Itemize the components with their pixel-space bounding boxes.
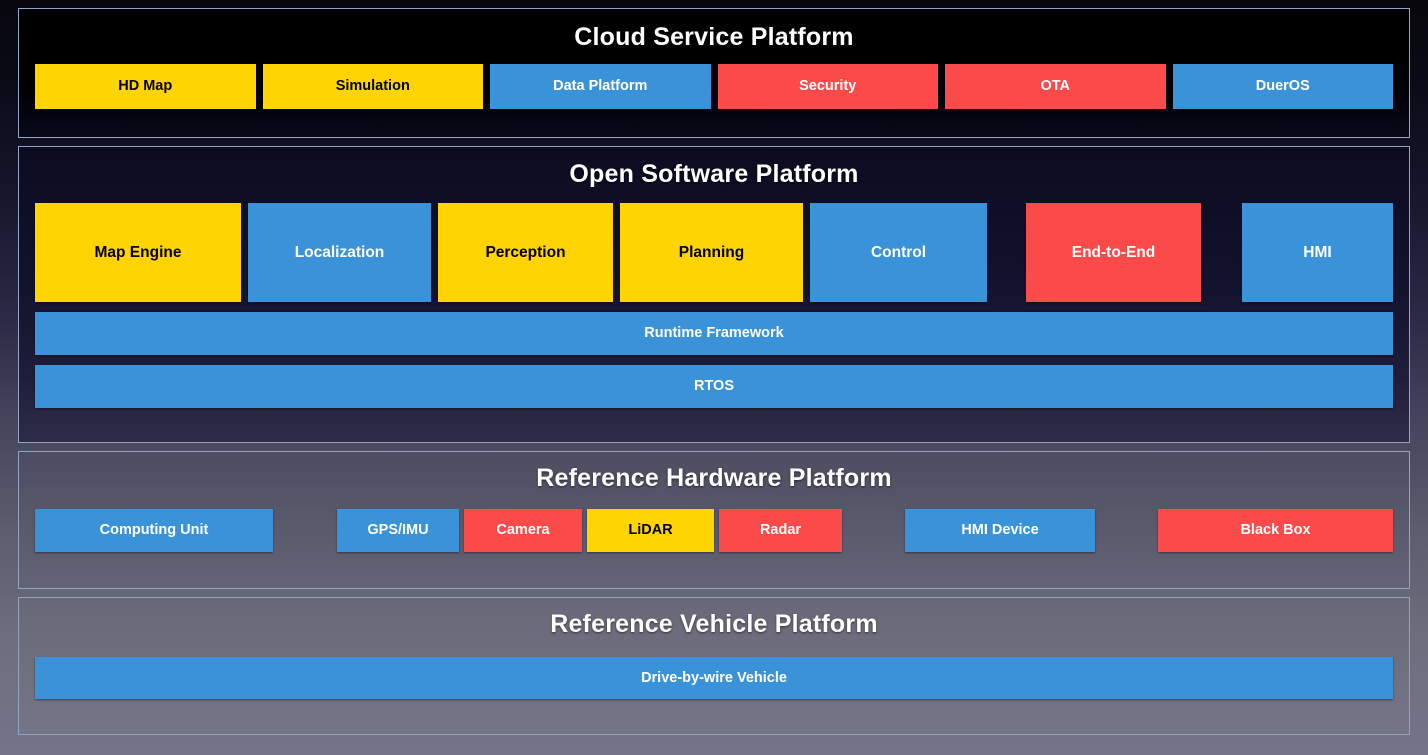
block-perception[interactable]: Perception xyxy=(438,203,613,302)
block-planning[interactable]: Planning xyxy=(620,203,803,302)
block-ota[interactable]: OTA xyxy=(945,64,1166,109)
layer-title-cloud: Cloud Service Platform xyxy=(574,23,854,51)
block-lidar[interactable]: LiDAR xyxy=(587,509,714,552)
block-drive-by-wire-vehicle[interactable]: Drive-by-wire Vehicle xyxy=(35,657,1393,699)
block-rtos[interactable]: RTOS xyxy=(35,365,1393,408)
block-hmi[interactable]: HMI xyxy=(1242,203,1393,302)
block-hd-map[interactable]: HD Map xyxy=(35,64,256,109)
block-hmi-device[interactable]: HMI Device xyxy=(905,509,1095,552)
hardware-block-row: Computing Unit GPS/IMU Camera LiDAR Rada… xyxy=(35,509,1393,552)
layer-title-software: Open Software Platform xyxy=(569,160,859,188)
block-security[interactable]: Security xyxy=(717,64,938,109)
block-gps-imu[interactable]: GPS/IMU xyxy=(337,509,459,552)
layer-open-software-platform: Open Software Platform Map Engine Locali… xyxy=(18,146,1410,443)
block-localization[interactable]: Localization xyxy=(248,203,431,302)
layer-cloud-service-platform: Cloud Service Platform HD Map Simulation… xyxy=(18,8,1410,138)
layer-title-hardware: Reference Hardware Platform xyxy=(536,464,892,492)
block-black-box[interactable]: Black Box xyxy=(1158,509,1393,552)
layer-title-vehicle: Reference Vehicle Platform xyxy=(550,610,878,638)
block-control[interactable]: Control xyxy=(810,203,987,302)
block-data-platform[interactable]: Data Platform xyxy=(490,64,711,109)
block-runtime-framework[interactable]: Runtime Framework xyxy=(35,312,1393,355)
block-map-engine[interactable]: Map Engine xyxy=(35,203,241,302)
software-module-row: Map Engine Localization Perception Plann… xyxy=(35,203,1393,302)
block-dueros[interactable]: DuerOS xyxy=(1172,64,1393,109)
layer-reference-vehicle-platform: Reference Vehicle Platform Drive-by-wire… xyxy=(18,597,1410,735)
block-end-to-end[interactable]: End-to-End xyxy=(1026,203,1201,302)
block-computing-unit[interactable]: Computing Unit xyxy=(35,509,273,552)
block-simulation[interactable]: Simulation xyxy=(262,64,483,109)
block-camera[interactable]: Camera xyxy=(464,509,582,552)
block-radar[interactable]: Radar xyxy=(719,509,842,552)
cloud-block-row: HD Map Simulation Data Platform Security… xyxy=(35,64,1393,109)
layer-reference-hardware-platform: Reference Hardware Platform Computing Un… xyxy=(18,451,1410,589)
